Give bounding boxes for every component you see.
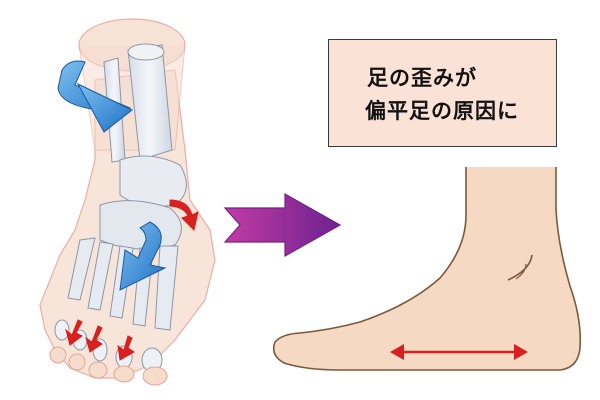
caption-line-2: 偏平足の原因に: [365, 99, 519, 123]
pressure-arrows-red: [65, 199, 199, 361]
caption-box: 足の歪みが 偏平足の原因に: [328, 39, 557, 147]
tibia-top: [127, 43, 165, 61]
flat-foot-side-view: [272, 167, 582, 371]
toe-tips: [49, 346, 168, 386]
metatarsal-bones: [67, 237, 179, 331]
flattened-arch-arrow-icon: [390, 344, 528, 360]
talus-bone: [119, 155, 187, 207]
tarsal-bones: [99, 200, 182, 250]
twist-arrow-mid-icon: [119, 221, 167, 291]
caption-line-1: 足の歪みが: [367, 66, 477, 90]
transition-arrow-icon: [223, 192, 342, 258]
